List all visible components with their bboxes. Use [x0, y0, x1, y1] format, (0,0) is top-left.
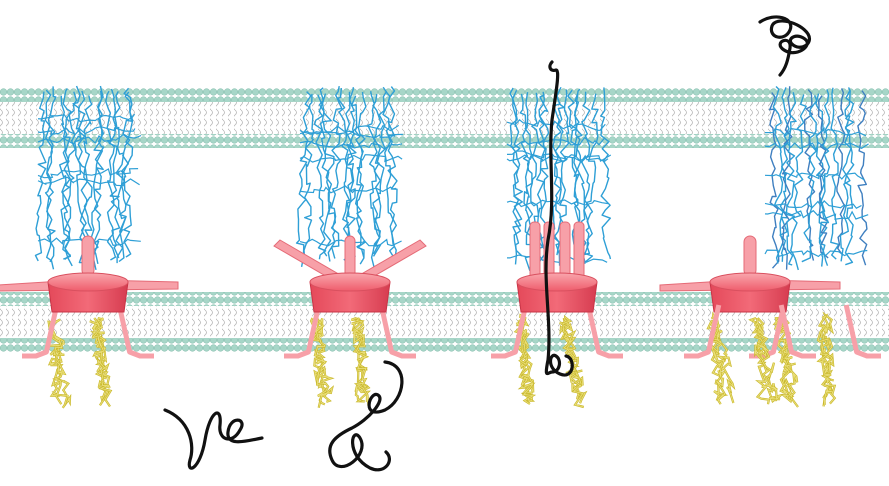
- motor-top: [310, 273, 390, 291]
- motor-stalk: [345, 236, 355, 278]
- motor-top: [48, 273, 128, 291]
- outer-membrane: [0, 88, 889, 148]
- motor-stalk: [82, 236, 94, 276]
- motor-top: [710, 273, 790, 291]
- motor-top: [517, 273, 597, 291]
- polypeptide-chain: [165, 410, 262, 468]
- motor-stalk: [744, 236, 756, 276]
- polypeptide-chain: [760, 17, 809, 75]
